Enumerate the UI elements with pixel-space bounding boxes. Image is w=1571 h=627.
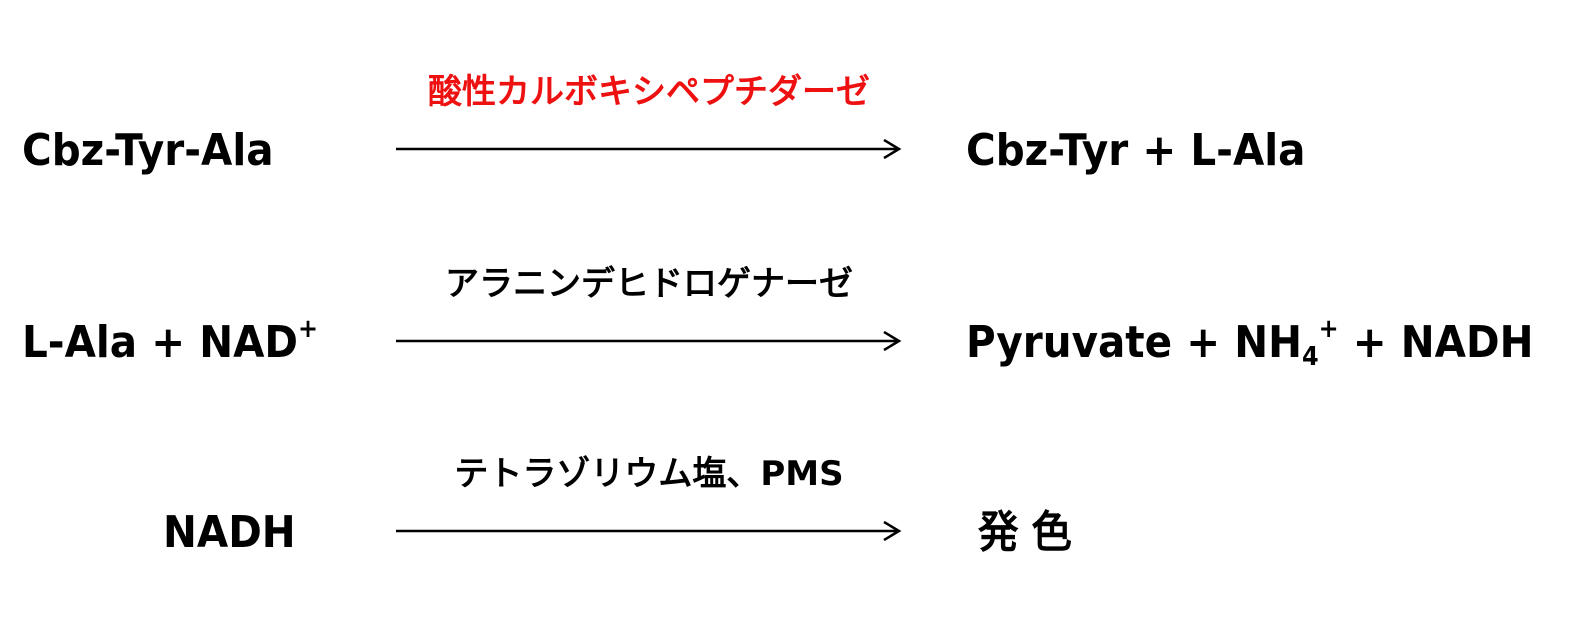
- reaction-1-substrate: Cbz-Tyr-Ala: [22, 125, 274, 176]
- reaction-2-enzyme: アラニンデヒドロゲナーゼ: [445, 264, 853, 304]
- reaction-2: L-Ala + NAD+ アラニンデヒドロゲナーゼ Pyruvate + NH4…: [0, 262, 1571, 372]
- reaction-1-enzyme: 酸性カルボキシペプチダーゼ: [428, 72, 870, 112]
- reaction-2-substrate-charge: +: [298, 314, 319, 344]
- reaction-3-arrow: [396, 516, 902, 546]
- reaction-3-substrate: NADH: [163, 507, 296, 558]
- reaction-2-product-subscript: 4: [1301, 342, 1319, 372]
- reaction-2-product-post: + NADH: [1338, 317, 1534, 368]
- reaction-1: Cbz-Tyr-Ala 酸性カルボキシペプチダーゼ Cbz-Tyr + L-Al…: [0, 70, 1571, 180]
- reaction-2-arrow: [396, 326, 902, 356]
- reaction-3-product: 発色: [978, 507, 1085, 558]
- reaction-2-product-pre: Pyruvate + NH: [966, 317, 1302, 368]
- reaction-3-reagents: テトラゾリウム塩、PMS: [454, 454, 844, 494]
- reaction-2-substrate-main: L-Ala + NAD: [22, 317, 299, 368]
- reaction-2-product-charge: +: [1318, 314, 1339, 344]
- reaction-3: NADH テトラゾリウム塩、PMS 発色: [0, 452, 1571, 562]
- reaction-1-arrow: [396, 134, 902, 164]
- reaction-1-product: Cbz-Tyr + L-Ala: [966, 125, 1306, 176]
- reaction-2-substrate: L-Ala + NAD+: [22, 314, 319, 369]
- reaction-2-product: Pyruvate + NH4+ + NADH: [966, 314, 1534, 372]
